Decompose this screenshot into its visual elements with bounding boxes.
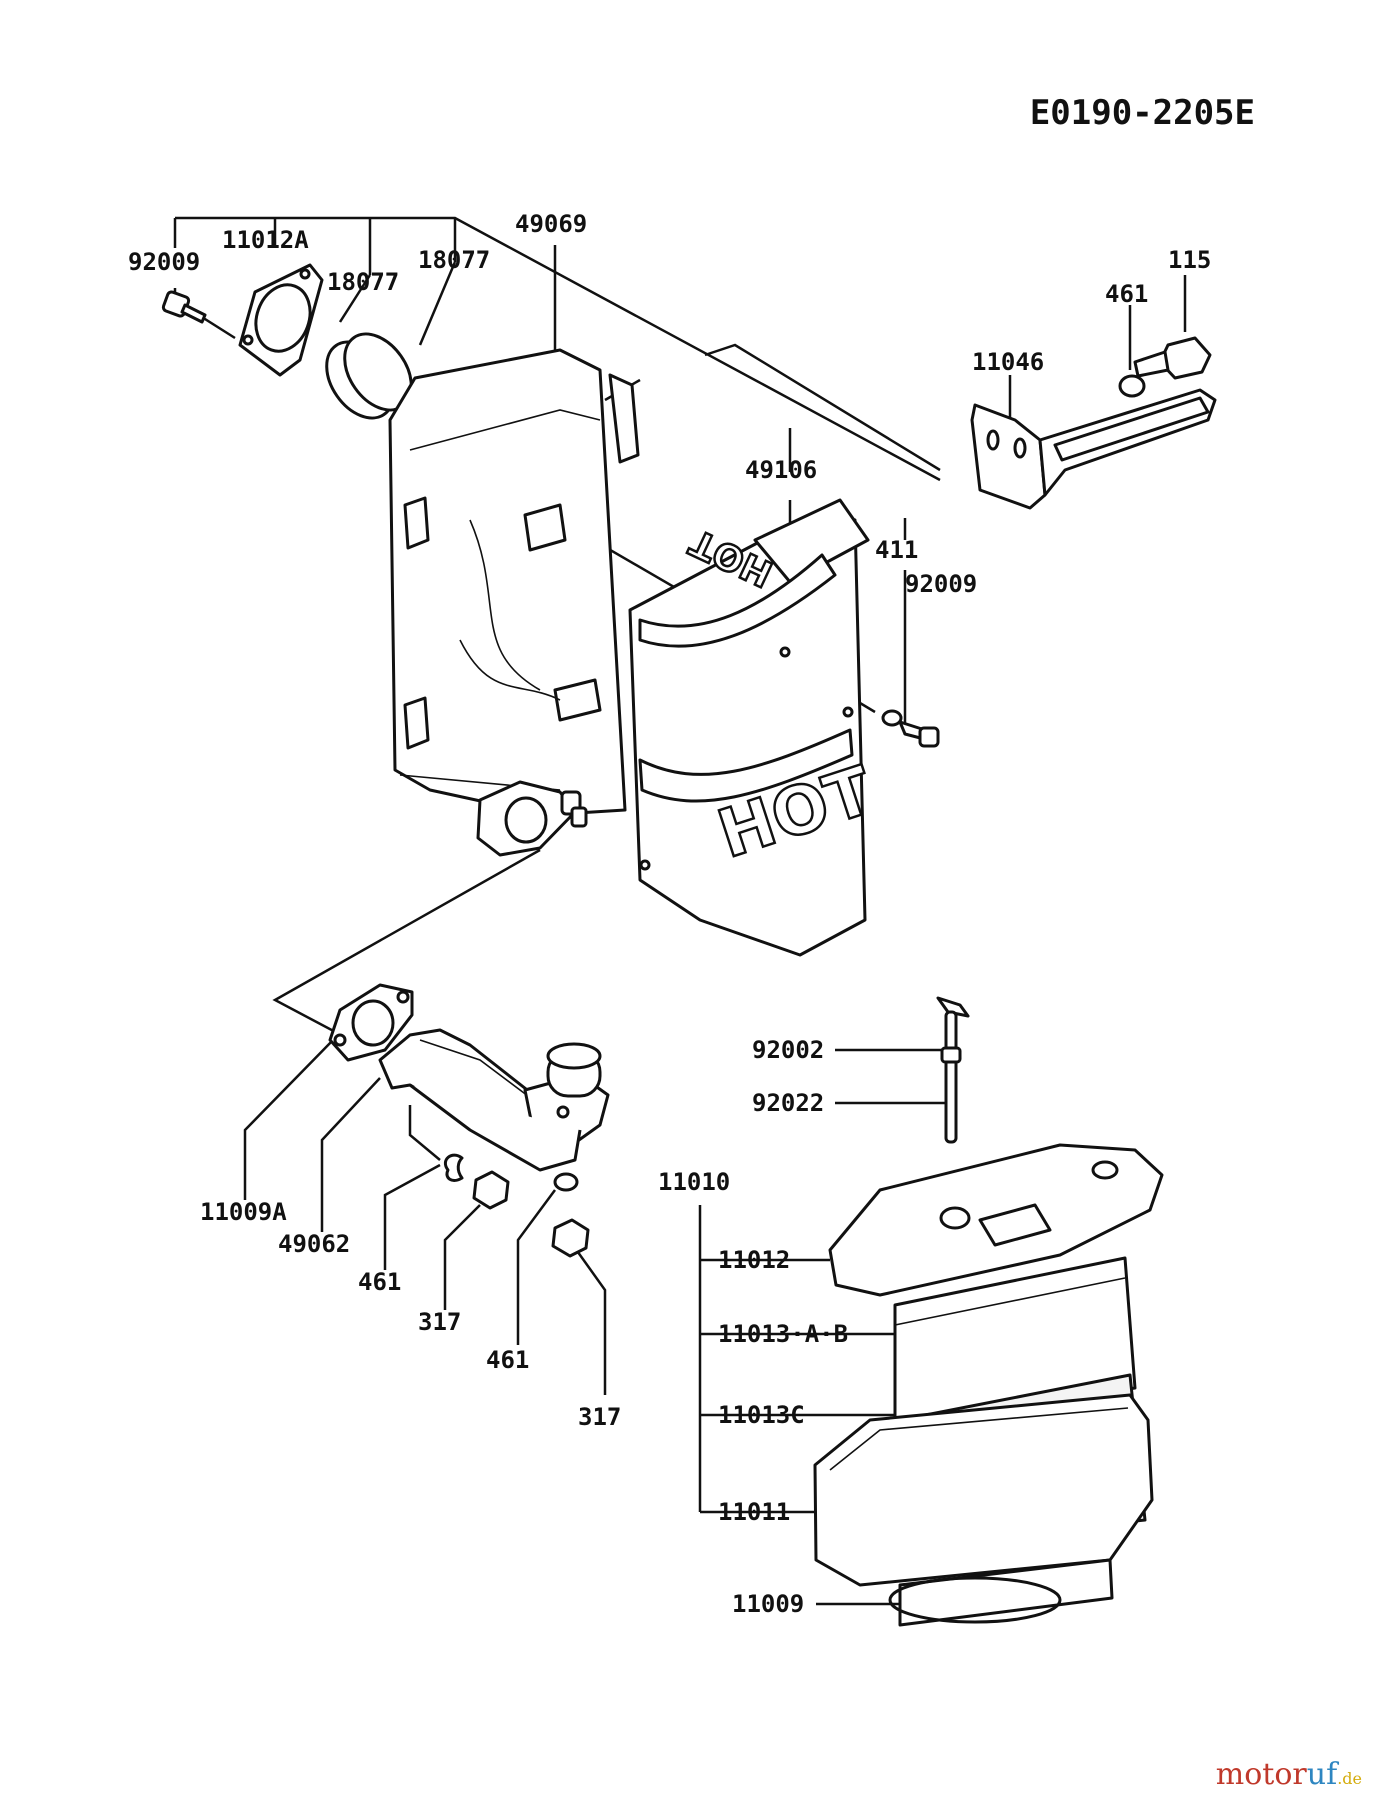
label-461-top: 461 bbox=[1105, 280, 1148, 308]
label-461-lower-left: 461 bbox=[358, 1268, 401, 1296]
air-cleaner-11010 bbox=[813, 996, 1164, 1627]
label-18077-upper: 18077 bbox=[418, 246, 490, 274]
label-11013C: 11013C bbox=[718, 1401, 805, 1429]
label-317-right: 317 bbox=[578, 1403, 621, 1431]
muffler-49069 bbox=[388, 348, 640, 857]
gasket-18077 bbox=[325, 332, 413, 420]
leader-lines bbox=[173, 216, 1187, 1606]
bracket-11046 bbox=[970, 388, 1217, 510]
label-92002: 92002 bbox=[752, 1036, 824, 1064]
brand-suffix: .de bbox=[1337, 1769, 1362, 1788]
label-92009-side: 92009 bbox=[905, 570, 977, 598]
bolt-92009-side bbox=[881, 709, 940, 748]
label-115: 115 bbox=[1168, 246, 1211, 274]
label-461-lower-right: 461 bbox=[486, 1346, 529, 1374]
diagram-code: E0190-2205E bbox=[1030, 93, 1255, 133]
gasket-11009A bbox=[328, 983, 414, 1062]
label-11009: 11009 bbox=[732, 1590, 804, 1618]
brand-name-part-a: motor bbox=[1215, 1757, 1307, 1792]
brand-name-part-b: uf bbox=[1306, 1757, 1338, 1792]
label-49062: 49062 bbox=[278, 1230, 350, 1258]
label-11046: 11046 bbox=[972, 348, 1044, 376]
label-11012A: 11012A bbox=[222, 226, 309, 254]
label-92009-top: 92009 bbox=[128, 248, 200, 276]
bolt-92009-top bbox=[161, 290, 207, 324]
label-92022: 92022 bbox=[752, 1089, 824, 1117]
label-317-left: 317 bbox=[418, 1308, 461, 1336]
washer-461-top bbox=[1118, 374, 1146, 398]
label-11010: 11010 bbox=[658, 1168, 730, 1196]
lower-fasteners bbox=[443, 1153, 590, 1258]
label-11013AB: 11013·A·B bbox=[718, 1320, 848, 1348]
part-labels: 92009 11012A 18077 18077 49069 115 461 1… bbox=[128, 210, 1211, 1618]
exhaust-elbow-49062 bbox=[378, 1028, 610, 1172]
label-49069: 49069 bbox=[515, 210, 587, 238]
label-49106: 49106 bbox=[745, 456, 817, 484]
flange-11012A bbox=[238, 263, 324, 377]
label-11011: 11011 bbox=[718, 1498, 790, 1526]
brand-watermark: motoruf.de bbox=[1216, 1757, 1362, 1792]
label-11009A: 11009A bbox=[200, 1198, 287, 1226]
bolt-115 bbox=[1133, 336, 1212, 380]
label-411: 411 bbox=[875, 536, 918, 564]
label-11012: 11012 bbox=[718, 1246, 790, 1274]
label-18077-lower: 18077 bbox=[327, 268, 399, 296]
heat-shield-49106: HOT HOT bbox=[628, 498, 883, 957]
